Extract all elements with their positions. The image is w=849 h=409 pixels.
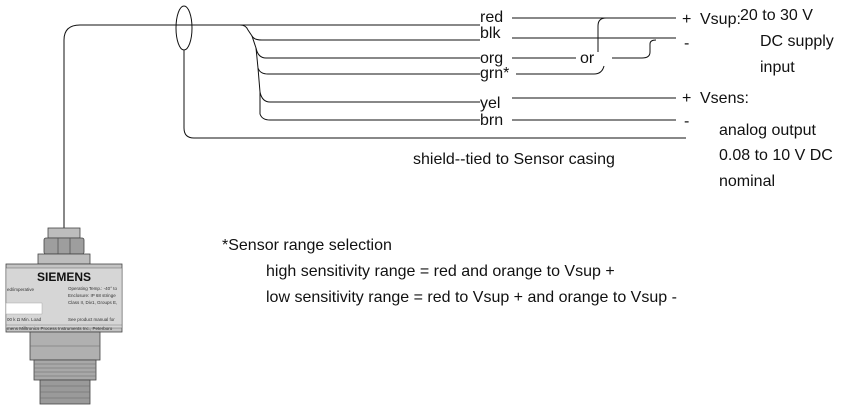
brand-logo: SIEMENS — [37, 270, 91, 284]
wire-label-blk: blk — [480, 25, 501, 42]
vsens-label: Vsens: — [700, 90, 749, 107]
pressure-sensor: SIEMENS ed/imperative 00 k Ω Min. Load O… — [5, 227, 123, 405]
vsens-plus: + — [682, 90, 691, 107]
wire-label-grn: grn* — [480, 65, 509, 82]
plate-right-2: Enclosure: IP 68 stringe — [68, 293, 116, 298]
plate-left-1: ed/imperative — [7, 287, 35, 292]
supply-line-1: 20 to 30 V — [740, 7, 813, 24]
plate-left-2: 00 k Ω Min. Load — [7, 317, 42, 322]
terminal-lines — [512, 17, 676, 121]
plate-bottom: mens Milltronics Process Instruments Inc… — [7, 326, 113, 331]
cable-gland-nut — [43, 237, 85, 255]
label-plate — [5, 267, 123, 329]
vsup-label: Vsup: — [700, 11, 741, 28]
wire-label-brn: brn — [480, 112, 503, 129]
cable — [63, 24, 480, 228]
wire-label-org: org — [480, 50, 503, 67]
supply-line-3: input — [760, 59, 795, 76]
wire-label-red: red — [480, 9, 503, 26]
shield-loop — [175, 5, 193, 51]
wire-label-yel: yel — [480, 95, 500, 112]
note-line-1: high sensitivity range = red and orange … — [266, 263, 615, 280]
or-label: or — [580, 50, 595, 67]
wire-fanout — [183, 24, 686, 139]
note-line-2: low sensitivity range = red to Vsup + an… — [266, 289, 677, 306]
plate-right-1: Operating Temp.: -40° to — [68, 286, 117, 291]
supply-line-2: DC supply — [760, 33, 834, 50]
cable-gland-cap — [47, 227, 81, 239]
vsup-plus: + — [682, 11, 691, 28]
plate-right-3: Class II, Div1, Groups E, — [68, 300, 117, 305]
tip-thread-lines — [40, 385, 90, 399]
note-title: *Sensor range selection — [222, 237, 392, 254]
plate-white-box — [5, 302, 43, 315]
thread-lines — [34, 363, 96, 377]
analog-line-2: 0.08 to 10 V DC — [719, 147, 833, 164]
shield-label: shield--tied to Sensor casing — [413, 151, 615, 168]
thread-section — [33, 359, 97, 381]
vsup-minus: - — [684, 35, 689, 52]
plate-right-4: See product manual for — [68, 317, 115, 322]
vsens-minus: - — [684, 113, 689, 130]
analog-line-1: analog output — [719, 122, 817, 139]
analog-line-3: nominal — [719, 173, 775, 190]
gland-neck — [37, 253, 91, 265]
